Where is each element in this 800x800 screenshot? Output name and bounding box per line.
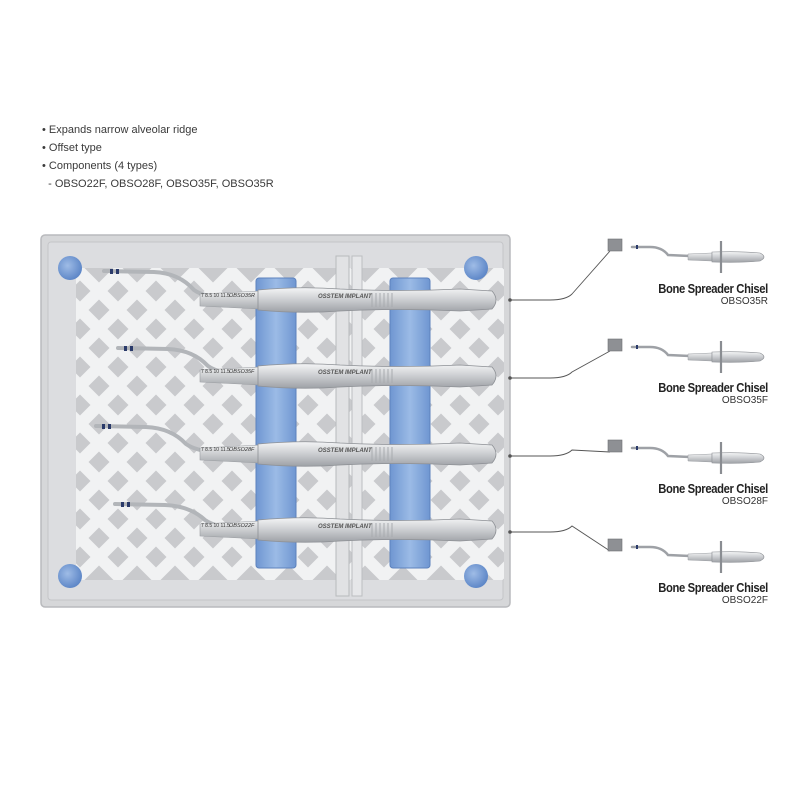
feature-item: • Offset type: [42, 142, 102, 154]
callout-code: OBSO22F: [721, 595, 768, 606]
feature-item: - OBSO22F, OBSO28F, OBSO35F, OBSO35R: [42, 178, 274, 190]
callout-obso28f: Bone Spreader Chisel OBSO28F: [646, 482, 768, 508]
depth-marks: 7 8.5 10 11.5: [201, 369, 230, 375]
instrument-code: OBSO28F: [229, 447, 255, 453]
brand-logo: OSSTEM IMPLANT: [318, 448, 373, 454]
callout-obso22f: Bone Spreader Chisel OBSO22F: [646, 581, 768, 607]
callout-connector: [508, 439, 623, 458]
callout-obso35f: Bone Spreader Chisel OBSO35F: [646, 381, 768, 407]
callout-connector: [508, 238, 623, 302]
instrument-code: OBSO35R: [229, 293, 255, 299]
callout-name: Bone Spreader Chisel: [658, 482, 768, 496]
corner-peg: [58, 564, 82, 588]
depth-marks: 7 8.5 10 11.5: [201, 293, 230, 299]
callout-code: OBSO28F: [721, 496, 768, 507]
feature-item: • Components (4 types): [42, 160, 158, 172]
blue-holder-left: [255, 277, 297, 569]
instrument-thumbnail: [630, 341, 765, 373]
corner-peg: [58, 256, 82, 280]
callout-code: OBSO35R: [720, 296, 768, 307]
brand-logo: OSSTEM IMPLANT: [318, 294, 373, 300]
callout-obso35r: Bone Spreader Chisel OBSO35R: [646, 282, 768, 308]
callout-code: OBSO35F: [721, 395, 768, 406]
callout-name: Bone Spreader Chisel: [658, 581, 768, 595]
depth-marks: 7 8.5 10 11.5: [201, 447, 230, 453]
corner-peg: [464, 564, 488, 588]
blue-holder-right: [389, 277, 431, 569]
instrument-thumbnail: [630, 541, 765, 573]
instrument-thumbnail: [630, 241, 765, 273]
callout-connector: [508, 338, 623, 380]
instrument-code: OBSO22F: [229, 523, 255, 529]
feature-list: • Expands narrow alveolar ridge • Offset…: [42, 121, 274, 193]
depth-marks: 7 8.5 10 11.5: [201, 523, 230, 529]
brand-logo: OSSTEM IMPLANT: [318, 524, 373, 530]
corner-peg: [464, 256, 488, 280]
callout-name: Bone Spreader Chisel: [658, 282, 768, 296]
instrument-code: OBSO35F: [229, 369, 255, 375]
brand-logo: OSSTEM IMPLANT: [318, 370, 373, 376]
instrument-thumbnail: [630, 442, 765, 474]
callout-connector: [508, 525, 623, 552]
feature-item: • Expands narrow alveolar ridge: [42, 124, 198, 136]
callout-name: Bone Spreader Chisel: [658, 381, 768, 395]
